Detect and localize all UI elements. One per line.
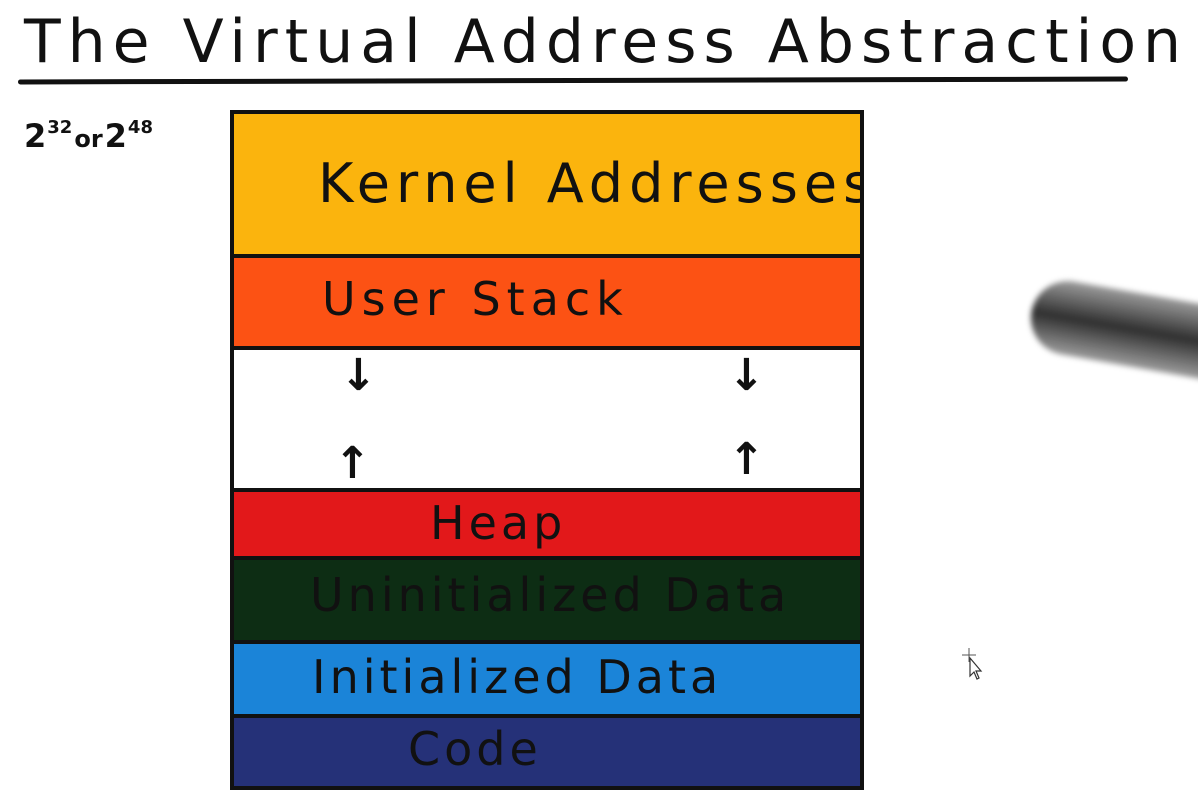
segment-label-initialized-data: Initialized Data [312,650,723,704]
range-exponent-b: 48 [127,117,153,138]
segment-label-kernel-addresses: Kernel Addresses [318,152,864,215]
segment-label-heap: Heap [430,496,567,550]
range-exponent-a: 32 [47,117,73,138]
segment-label-uninitialized-data: Uninitialized Data [310,568,791,622]
range-base-b: 2 [104,117,127,155]
up-arrow-icon: ↑ [334,438,371,489]
page-title: The Virtual Address Abstraction [24,7,1189,77]
address-space-diagram: Kernel Addresses User Stack ↓ ↓ ↑ ↑ Heap… [230,110,864,790]
down-arrow-icon: ↓ [340,350,377,401]
address-range-label: 232or248 [24,108,153,159]
segment-user-stack: User Stack [230,254,864,350]
down-arrow-icon: ↓ [728,350,765,401]
segment-code: Code [230,714,864,790]
segment-free-space: ↓ ↓ ↑ ↑ [230,346,864,492]
pen-icon [1025,275,1198,383]
segment-initialized-data: Initialized Data [230,640,864,718]
range-or-text: or [74,125,103,153]
segment-kernel-addresses: Kernel Addresses [230,110,864,258]
segment-heap: Heap [230,488,864,560]
segment-label-user-stack: User Stack [322,272,629,326]
segment-uninitialized-data: Uninitialized Data [230,556,864,644]
range-base-a: 2 [24,117,47,155]
mouse-cursor-icon [962,648,983,680]
up-arrow-icon: ↑ [728,434,765,485]
segment-label-code: Code [408,722,542,776]
